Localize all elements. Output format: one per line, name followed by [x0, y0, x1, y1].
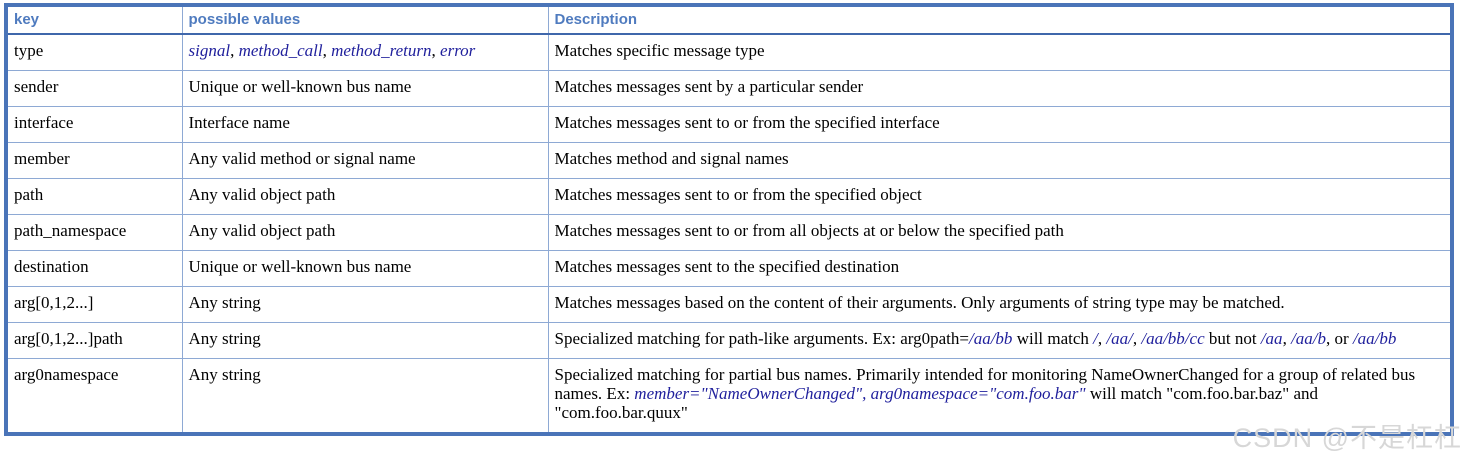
table-row: arg[0,1,2...]path Any string Specialized… [5, 322, 1453, 359]
values-cell: Any valid method or signal name [181, 142, 549, 179]
header-row: key possible values Description [5, 4, 1453, 35]
table-row: arg[0,1,2...] Any string Matches message… [5, 286, 1453, 323]
values-cell: Any valid object path [181, 178, 549, 215]
text-segment: Any valid object path [188, 221, 336, 240]
table-row: interface Interface name Matches message… [5, 106, 1453, 143]
value-emphasis: member="NameOwnerChanged", arg0namespace… [634, 384, 1086, 403]
values-cell: Unique or well-known bus name [181, 250, 549, 287]
text-segment: , [431, 41, 441, 60]
values-cell: Any string [181, 322, 549, 359]
description-cell: Matches messages sent to or from the spe… [547, 106, 1453, 143]
text-segment: , [322, 41, 332, 60]
dbus-match-rules-table: key possible values Description type sig… [4, 3, 1454, 436]
text-segment: Any string [188, 365, 261, 384]
description-cell: Matches messages sent by a particular se… [547, 70, 1453, 107]
value-emphasis: /aa/b [1291, 329, 1327, 348]
text-segment: Matches messages sent to or from the spe… [554, 113, 940, 132]
value-emphasis: /aa/ [1106, 329, 1133, 348]
values-cell: Interface name [181, 106, 549, 143]
table-body: type signal, method_call, method_return,… [5, 33, 1453, 435]
table-row: type signal, method_call, method_return,… [5, 33, 1453, 71]
text-segment: , [1282, 329, 1292, 348]
table-row: arg0namespace Any string Specialized mat… [5, 358, 1453, 435]
description-cell: Matches specific message type [547, 33, 1453, 71]
text-segment: Matches method and signal names [554, 149, 789, 168]
text-segment: will match [1012, 329, 1094, 348]
text-segment: but not [1204, 329, 1261, 348]
key-cell: arg[0,1,2...]path [5, 322, 183, 359]
text-segment: , [230, 41, 239, 60]
text-segment: , [1132, 329, 1142, 348]
value-emphasis: / [1093, 329, 1098, 348]
text-segment: Any string [188, 293, 261, 312]
key-cell: interface [5, 106, 183, 143]
key-cell: arg[0,1,2...] [5, 286, 183, 323]
value-emphasis: error [440, 41, 476, 60]
text-segment: Matches messages sent by a particular se… [554, 77, 864, 96]
description-cell: Matches messages sent to the specified d… [547, 250, 1453, 287]
description-cell: Matches method and signal names [547, 142, 1453, 179]
table-row: path_namespace Any valid object path Mat… [5, 214, 1453, 251]
values-cell: signal, method_call, method_return, erro… [181, 33, 549, 71]
values-cell: Any string [181, 358, 549, 435]
text-segment: Matches messages sent to or from the spe… [554, 185, 922, 204]
text-segment: , [1097, 329, 1107, 348]
key-cell: path_namespace [5, 214, 183, 251]
text-segment: Matches messages sent to or from all obj… [554, 221, 1064, 240]
text-segment: , or [1326, 329, 1353, 348]
text-segment: Specialized matching for partial bus nam… [554, 365, 1416, 403]
description-cell: Specialized matching for path-like argum… [547, 322, 1453, 359]
text-segment: Matches specific message type [554, 41, 765, 60]
values-cell: Any string [181, 286, 549, 323]
key-cell: type [5, 33, 183, 71]
description-cell: Matches messages based on the content of… [547, 286, 1453, 323]
table-header: key possible values Description [5, 4, 1453, 35]
key-cell: destination [5, 250, 183, 287]
description-cell: Matches messages sent to or from the spe… [547, 178, 1453, 215]
table-row: path Any valid object path Matches messa… [5, 178, 1453, 215]
key-cell: sender [5, 70, 183, 107]
value-emphasis: /aa/bb [1352, 329, 1397, 348]
values-cell: Unique or well-known bus name [181, 70, 549, 107]
text-segment: Matches messages sent to the specified d… [554, 257, 900, 276]
text-segment: Unique or well-known bus name [188, 77, 412, 96]
table-row: member Any valid method or signal name M… [5, 142, 1453, 179]
text-segment: will match "com.foo.bar.baz" and "com.fo… [554, 384, 1319, 422]
table-row: destination Unique or well-known bus nam… [5, 250, 1453, 287]
text-segment: Interface name [188, 113, 290, 132]
values-cell: Any valid object path [181, 214, 549, 251]
value-emphasis: /aa/bb/cc [1141, 329, 1205, 348]
text-segment: Matches messages based on the content of… [554, 293, 1285, 312]
value-emphasis: /aa [1260, 329, 1283, 348]
key-cell: arg0namespace [5, 358, 183, 435]
description-cell: Specialized matching for partial bus nam… [547, 358, 1453, 435]
key-cell: member [5, 142, 183, 179]
value-emphasis: signal [188, 41, 231, 60]
value-emphasis: method_call [238, 41, 323, 60]
value-emphasis: /aa/bb [968, 329, 1013, 348]
text-segment: Any valid method or signal name [188, 149, 416, 168]
column-header-key: key [5, 4, 183, 35]
text-segment: Unique or well-known bus name [188, 257, 412, 276]
table-row: sender Unique or well-known bus name Mat… [5, 70, 1453, 107]
text-segment: Any string [188, 329, 261, 348]
key-cell: path [5, 178, 183, 215]
text-segment: Any valid object path [188, 185, 336, 204]
description-cell: Matches messages sent to or from all obj… [547, 214, 1453, 251]
column-header-possible-values: possible values [181, 4, 549, 35]
text-segment: Specialized matching for path-like argum… [554, 329, 969, 348]
column-header-description: Description [547, 4, 1453, 35]
value-emphasis: method_return [331, 41, 432, 60]
